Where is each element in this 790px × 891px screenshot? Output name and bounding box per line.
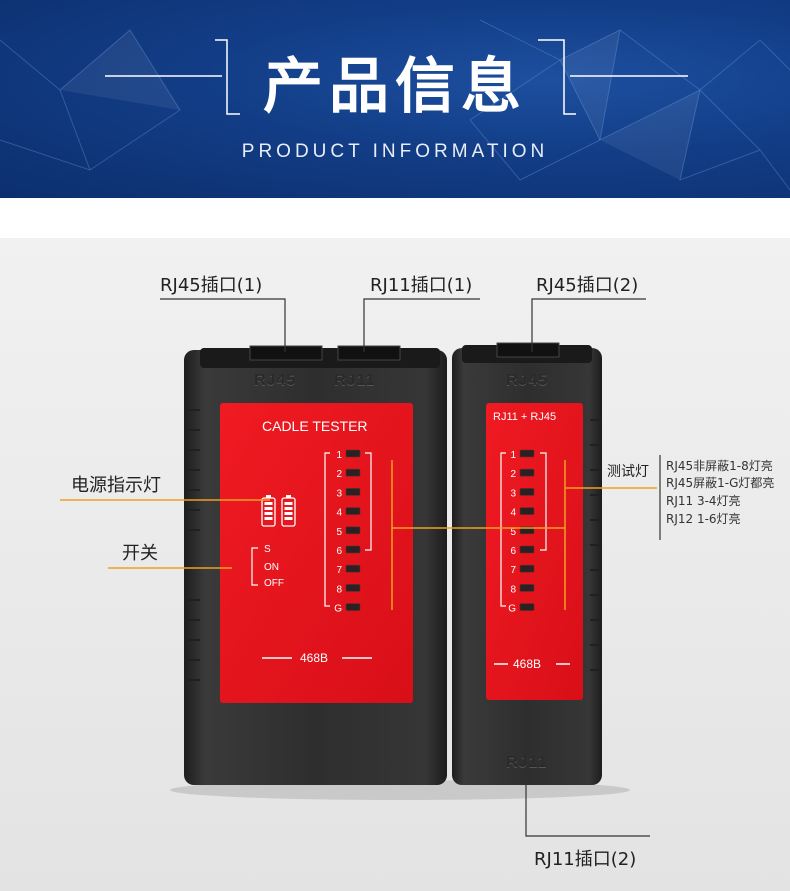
remote-unit-red-panel <box>486 403 583 700</box>
network-pattern-decoration <box>0 19 790 191</box>
main-led <box>345 468 361 477</box>
main-unit-red-panel <box>220 403 413 703</box>
banner-subtitle: PRODUCT INFORMATION <box>241 141 549 162</box>
remote-led <box>519 584 535 592</box>
switch-label-off: OFF <box>264 578 284 589</box>
remote-led-label: G <box>508 604 516 615</box>
main-led <box>345 545 361 554</box>
remote-led <box>519 603 535 611</box>
main-led-label: 4 <box>336 508 342 519</box>
main-led-label: 6 <box>336 546 342 557</box>
switch-label-s: S <box>264 544 271 555</box>
main-top-emboss-rj45: RJ45 <box>254 372 297 389</box>
remote-led-label: 7 <box>510 565 516 576</box>
label-test-light: 测试灯 <box>607 464 649 480</box>
main-led <box>345 603 361 611</box>
main-led-label: G <box>334 604 342 615</box>
callout-lines-dark <box>160 298 661 837</box>
remote-unit-led-column: 1 2 3 4 5 6 7 8G <box>508 449 535 615</box>
remote-led <box>519 468 535 477</box>
remote-top-emboss-rj45: RJ45 <box>506 372 549 389</box>
test-light-note: RJ12 1-6灯亮 <box>666 512 741 526</box>
main-led <box>345 526 361 535</box>
label-switch: 开关 <box>122 543 158 564</box>
main-led <box>345 507 361 515</box>
remote-led-label: 5 <box>510 527 516 538</box>
main-top-emboss-rj11: RJ11 <box>334 372 376 389</box>
battery-indicator-icon <box>261 495 296 527</box>
remote-led <box>519 449 535 458</box>
main-led-label: 2 <box>336 469 342 480</box>
remote-led-label: 1 <box>510 450 516 461</box>
main-led <box>345 564 361 573</box>
main-led-label: 3 <box>336 488 342 499</box>
banner-title: 产品信息 <box>263 52 527 122</box>
main-led-label: 5 <box>336 527 342 538</box>
main-led-label: 1 <box>336 450 342 461</box>
test-light-note: RJ45非屏蔽1-8灯亮 <box>666 459 773 473</box>
main-standard-label: 468B <box>300 651 329 665</box>
header-banner: 产品信息 PRODUCT INFORMATION <box>0 0 790 198</box>
main-led <box>345 449 361 458</box>
main-led <box>345 488 361 496</box>
remote-led-label: 8 <box>510 584 516 595</box>
label-rj45-port-2: RJ45插口(2) <box>536 275 639 296</box>
label-rj11-port-2: RJ11插口(2) <box>534 849 637 870</box>
callout-lines-orange <box>60 460 657 610</box>
main-led-label: 7 <box>336 565 342 576</box>
label-rj11-port-1: RJ11插口(1) <box>370 275 473 296</box>
remote-led-label: 4 <box>510 508 516 519</box>
remote-led-label: 6 <box>510 546 516 557</box>
main-led <box>345 584 361 592</box>
switch-label-on: ON <box>264 562 279 573</box>
main-led-label: 8 <box>336 584 342 595</box>
label-rj45-port-1: RJ45插口(1) <box>160 275 263 296</box>
remote-led <box>519 488 535 496</box>
remote-led <box>519 545 535 554</box>
main-panel-title: CADLE TESTER <box>262 418 368 434</box>
remote-panel-title: RJ11 + RJ45 <box>493 411 557 423</box>
test-light-note: RJ11 3-4灯亮 <box>666 494 741 508</box>
label-power-indicator: 电源指示灯 <box>71 475 161 496</box>
remote-standard-label: 468B <box>513 657 542 671</box>
remote-led-label: 2 <box>510 469 516 480</box>
remote-bottom-emboss-rj11: RJ11 <box>506 754 548 771</box>
remote-led <box>519 564 535 573</box>
test-light-note: RJ45屏蔽1-G灯都亮 <box>666 476 775 490</box>
remote-led <box>519 507 535 515</box>
main-unit-led-column: 1 2 3 4 5 6 7 8G <box>334 449 361 615</box>
remote-led-label: 3 <box>510 488 516 499</box>
